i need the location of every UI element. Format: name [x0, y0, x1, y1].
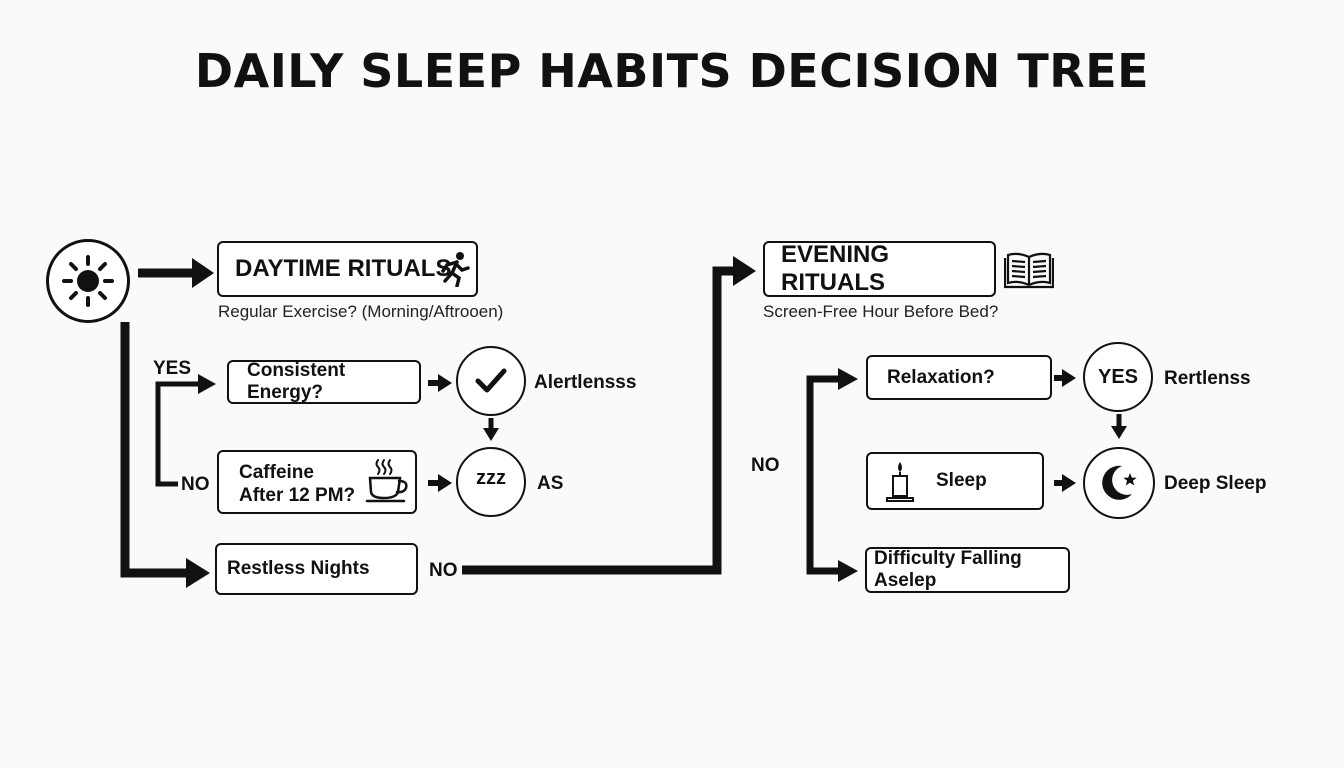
daytime-header: DAYTIME RITUALS	[235, 255, 452, 282]
restless-no-label: NO	[429, 560, 458, 581]
deep-sleep-label: Deep Sleep	[1164, 473, 1267, 494]
no-label: NO	[181, 474, 210, 495]
as-label: AS	[537, 473, 564, 494]
consistent-energy-box: Consistent Energy?	[227, 360, 421, 404]
caffeine-line2: After 12 PM?	[239, 485, 356, 506]
page-title: DAILY SLEEP HABITS DECISION TREE	[194, 44, 1150, 98]
zzz-node: zzz	[456, 447, 526, 517]
evening-no-label: NO	[751, 455, 780, 476]
sun-node	[46, 239, 130, 323]
alertness-node	[456, 346, 526, 416]
connector-to-evening	[462, 266, 735, 575]
book-icon	[1004, 252, 1054, 289]
sleep-box: Sleep	[866, 452, 1044, 510]
caffeine-line1: Caffeine	[239, 462, 314, 483]
coffee-cup-icon	[365, 459, 408, 503]
running-person-icon	[441, 252, 470, 287]
sun-icon	[62, 255, 114, 307]
sleep-label: Sleep	[936, 470, 987, 491]
trunk-to-restless	[120, 322, 190, 578]
evening-rituals-box: EVENING RITUALS	[763, 241, 996, 297]
yes-label: YES	[153, 358, 192, 379]
moon-star-icon	[1102, 465, 1137, 500]
caffeine-box: Caffeine After 12 PM?	[217, 450, 417, 514]
evening-bracket	[806, 375, 840, 575]
relaxation-box: Relaxation?	[866, 355, 1052, 400]
checkmark-icon	[475, 368, 507, 393]
daytime-rituals-box: DAYTIME RITUALS	[217, 241, 478, 297]
alertness-label: Alertlensss	[534, 372, 637, 393]
difficulty-box: Difficulty Falling Aselep	[865, 547, 1070, 593]
candle-icon	[886, 462, 914, 502]
yes-node: YES	[1083, 342, 1153, 412]
restless-label: Rertlenss	[1164, 368, 1251, 389]
daytime-question: Regular Exercise? (Morning/Aftrooen)	[218, 302, 504, 321]
bracket-yes-no	[155, 381, 200, 487]
deep-sleep-node	[1083, 447, 1155, 519]
restless-nights-box: Restless Nights	[215, 543, 418, 595]
evening-question: Screen-Free Hour Before Bed?	[763, 302, 999, 321]
zzz-text: zzz	[476, 466, 506, 489]
